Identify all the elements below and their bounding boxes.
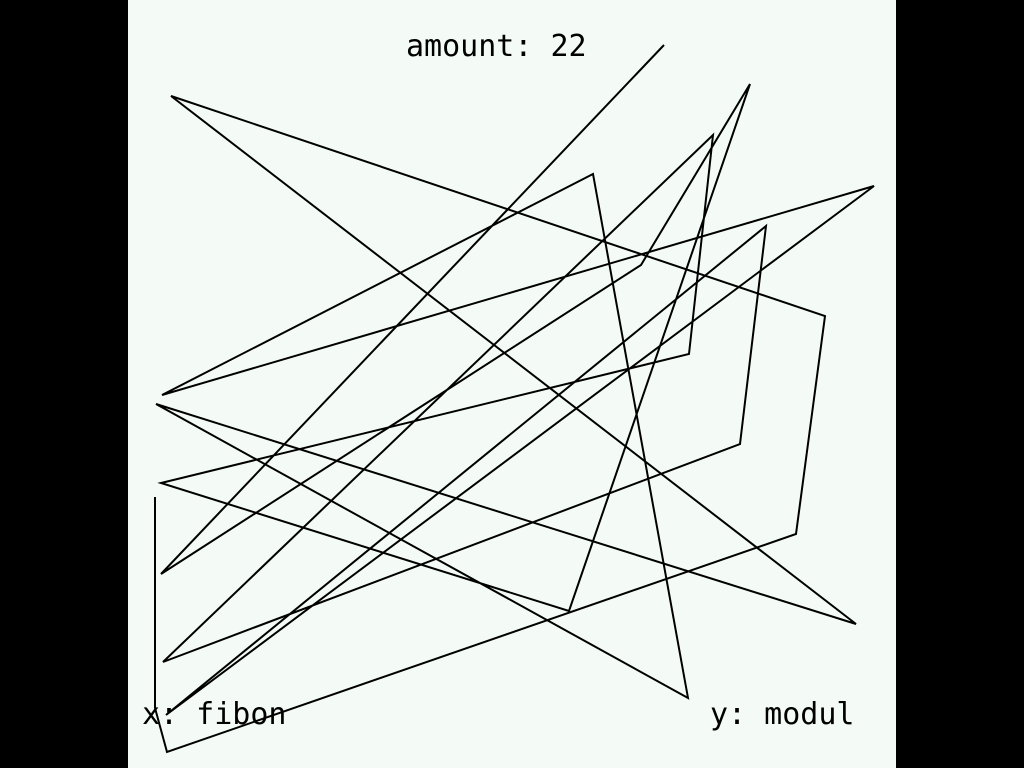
canvas-background [128, 0, 896, 768]
line-pattern [128, 0, 896, 768]
y-axis-label: y: modul [710, 697, 855, 732]
amount-label: amount: 22 [406, 29, 587, 64]
drawing-canvas: amount: 22 x: fibon y: modul [128, 0, 896, 768]
zigzag-path [154, 44, 875, 754]
x-axis-label: x: fibon [142, 697, 287, 732]
